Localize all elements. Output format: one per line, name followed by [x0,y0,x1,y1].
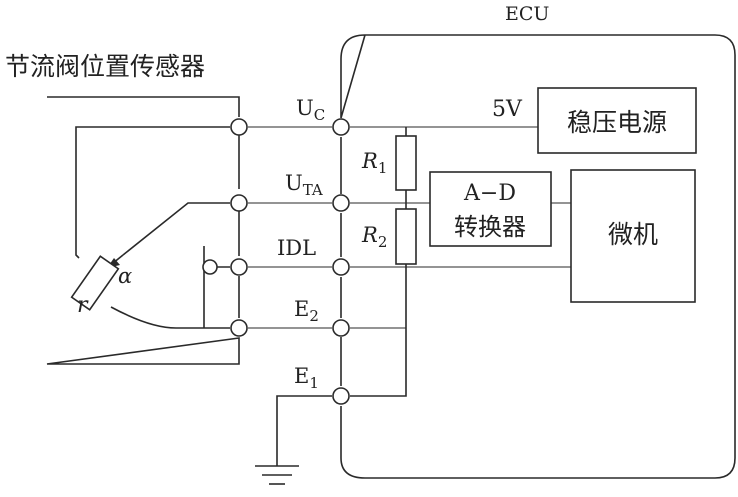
adc-label-1: A−D [463,181,516,206]
ecu-terminal-uta [332,194,350,212]
terminal-label-uta: UTA [285,171,323,199]
sensor-resistor [70,255,120,311]
sensor-terminal-uc [230,118,248,136]
ecu-label: ECU [505,3,549,25]
sensor-terminal-e2 [230,319,248,337]
adc-label-2: 转换器 [454,213,526,241]
regulator-box [537,87,697,154]
regulator-label: 稳压电源 [567,108,667,137]
supply-voltage-label: 5V [492,97,523,122]
ecu-housing [340,34,736,479]
resistor-label-r1: R1 [361,149,387,177]
pot-supply-wire [75,126,230,259]
wiper-wire [122,202,230,256]
ecu-terminal-idl [332,258,350,276]
resistor-r2 [395,208,417,265]
sensor-title: 节流阀位置传感器 [5,52,205,81]
resistor-r1 [395,135,417,191]
terminal-label-idl: IDL [277,236,316,260]
ecu-terminal-e1 [332,387,350,405]
ground-wire [276,395,332,466]
wire-e1-to-divider [350,264,407,397]
sensor-housing [46,96,240,365]
ecu-terminal-e2 [332,319,350,337]
adc-box [429,171,552,247]
terminal-label-uc: UC [296,96,325,124]
sensor-resistor-label: r [77,293,89,318]
ecu-terminal-uc [332,118,350,136]
idl-contact-terminal [202,259,218,275]
micro-label: 微机 [608,220,658,249]
terminal-label-e1: E1 [294,364,319,392]
sensor-terminal-uta [230,194,248,212]
resistor-label-r2: R2 [361,223,387,251]
pot-ground-wire [110,306,230,329]
sensor-terminal-idl [230,258,248,276]
angle-label: α [118,264,132,288]
micro-box [570,169,696,303]
terminal-label-e2: E2 [294,297,319,325]
